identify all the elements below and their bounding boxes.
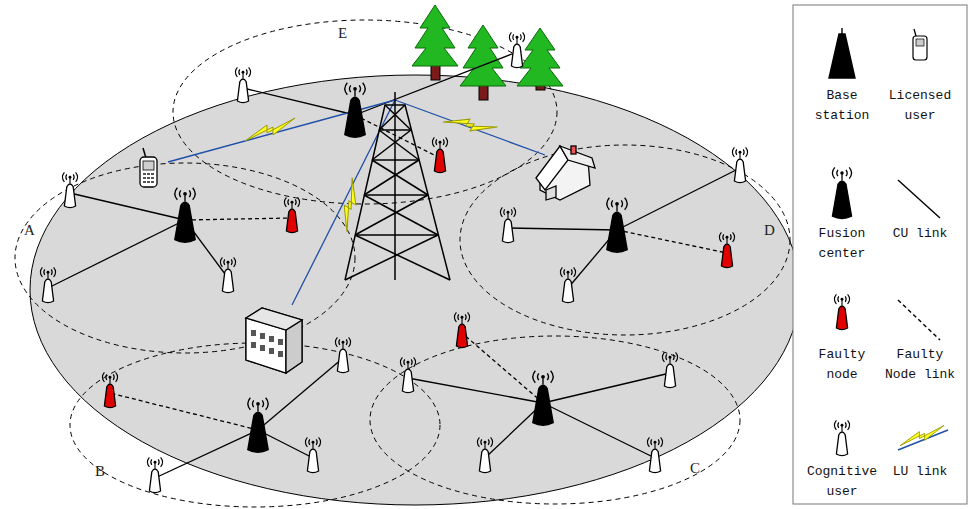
faulty-nodes [102, 137, 734, 407]
legend-cognitive-user [834, 420, 849, 455]
cognitive-users [40, 32, 747, 492]
region-label: D [764, 222, 775, 239]
fusion-centers [175, 83, 627, 452]
coverage-area [30, 75, 800, 505]
legend-faulty-link [898, 300, 940, 340]
legend-fusion-center [832, 167, 851, 218]
legend-text: Faulty Node link [882, 345, 958, 385]
legend-text: Fusion center [804, 224, 880, 264]
legend-faulty-node [834, 294, 849, 329]
legend-text: Licensed user [882, 86, 958, 126]
legend-text: CU link [882, 224, 958, 244]
legend-tower [829, 28, 855, 78]
legend-phone [913, 29, 927, 60]
faulty-links [110, 115, 727, 430]
region-label: E [338, 25, 347, 42]
region-label: C [690, 460, 700, 477]
lu-bolt [245, 118, 295, 141]
region-label: B [95, 463, 105, 480]
building [246, 308, 302, 373]
lu-bolt [327, 177, 372, 232]
trees [412, 5, 563, 100]
cu-links [48, 52, 740, 478]
legend-text: LU link [882, 462, 958, 482]
cluster-outlines [15, 20, 790, 507]
lu-bolt [443, 102, 498, 147]
legend-cu-link [898, 180, 940, 218]
legend-text: Faulty node [804, 345, 880, 385]
legend-lu-link [898, 425, 948, 450]
legend-text: Base station [804, 86, 880, 126]
legend-panel [793, 5, 967, 504]
legend-text: Cognitive user [804, 462, 880, 502]
licensed-user-phone [140, 148, 157, 187]
region-label: A [24, 222, 35, 239]
house [536, 146, 595, 200]
